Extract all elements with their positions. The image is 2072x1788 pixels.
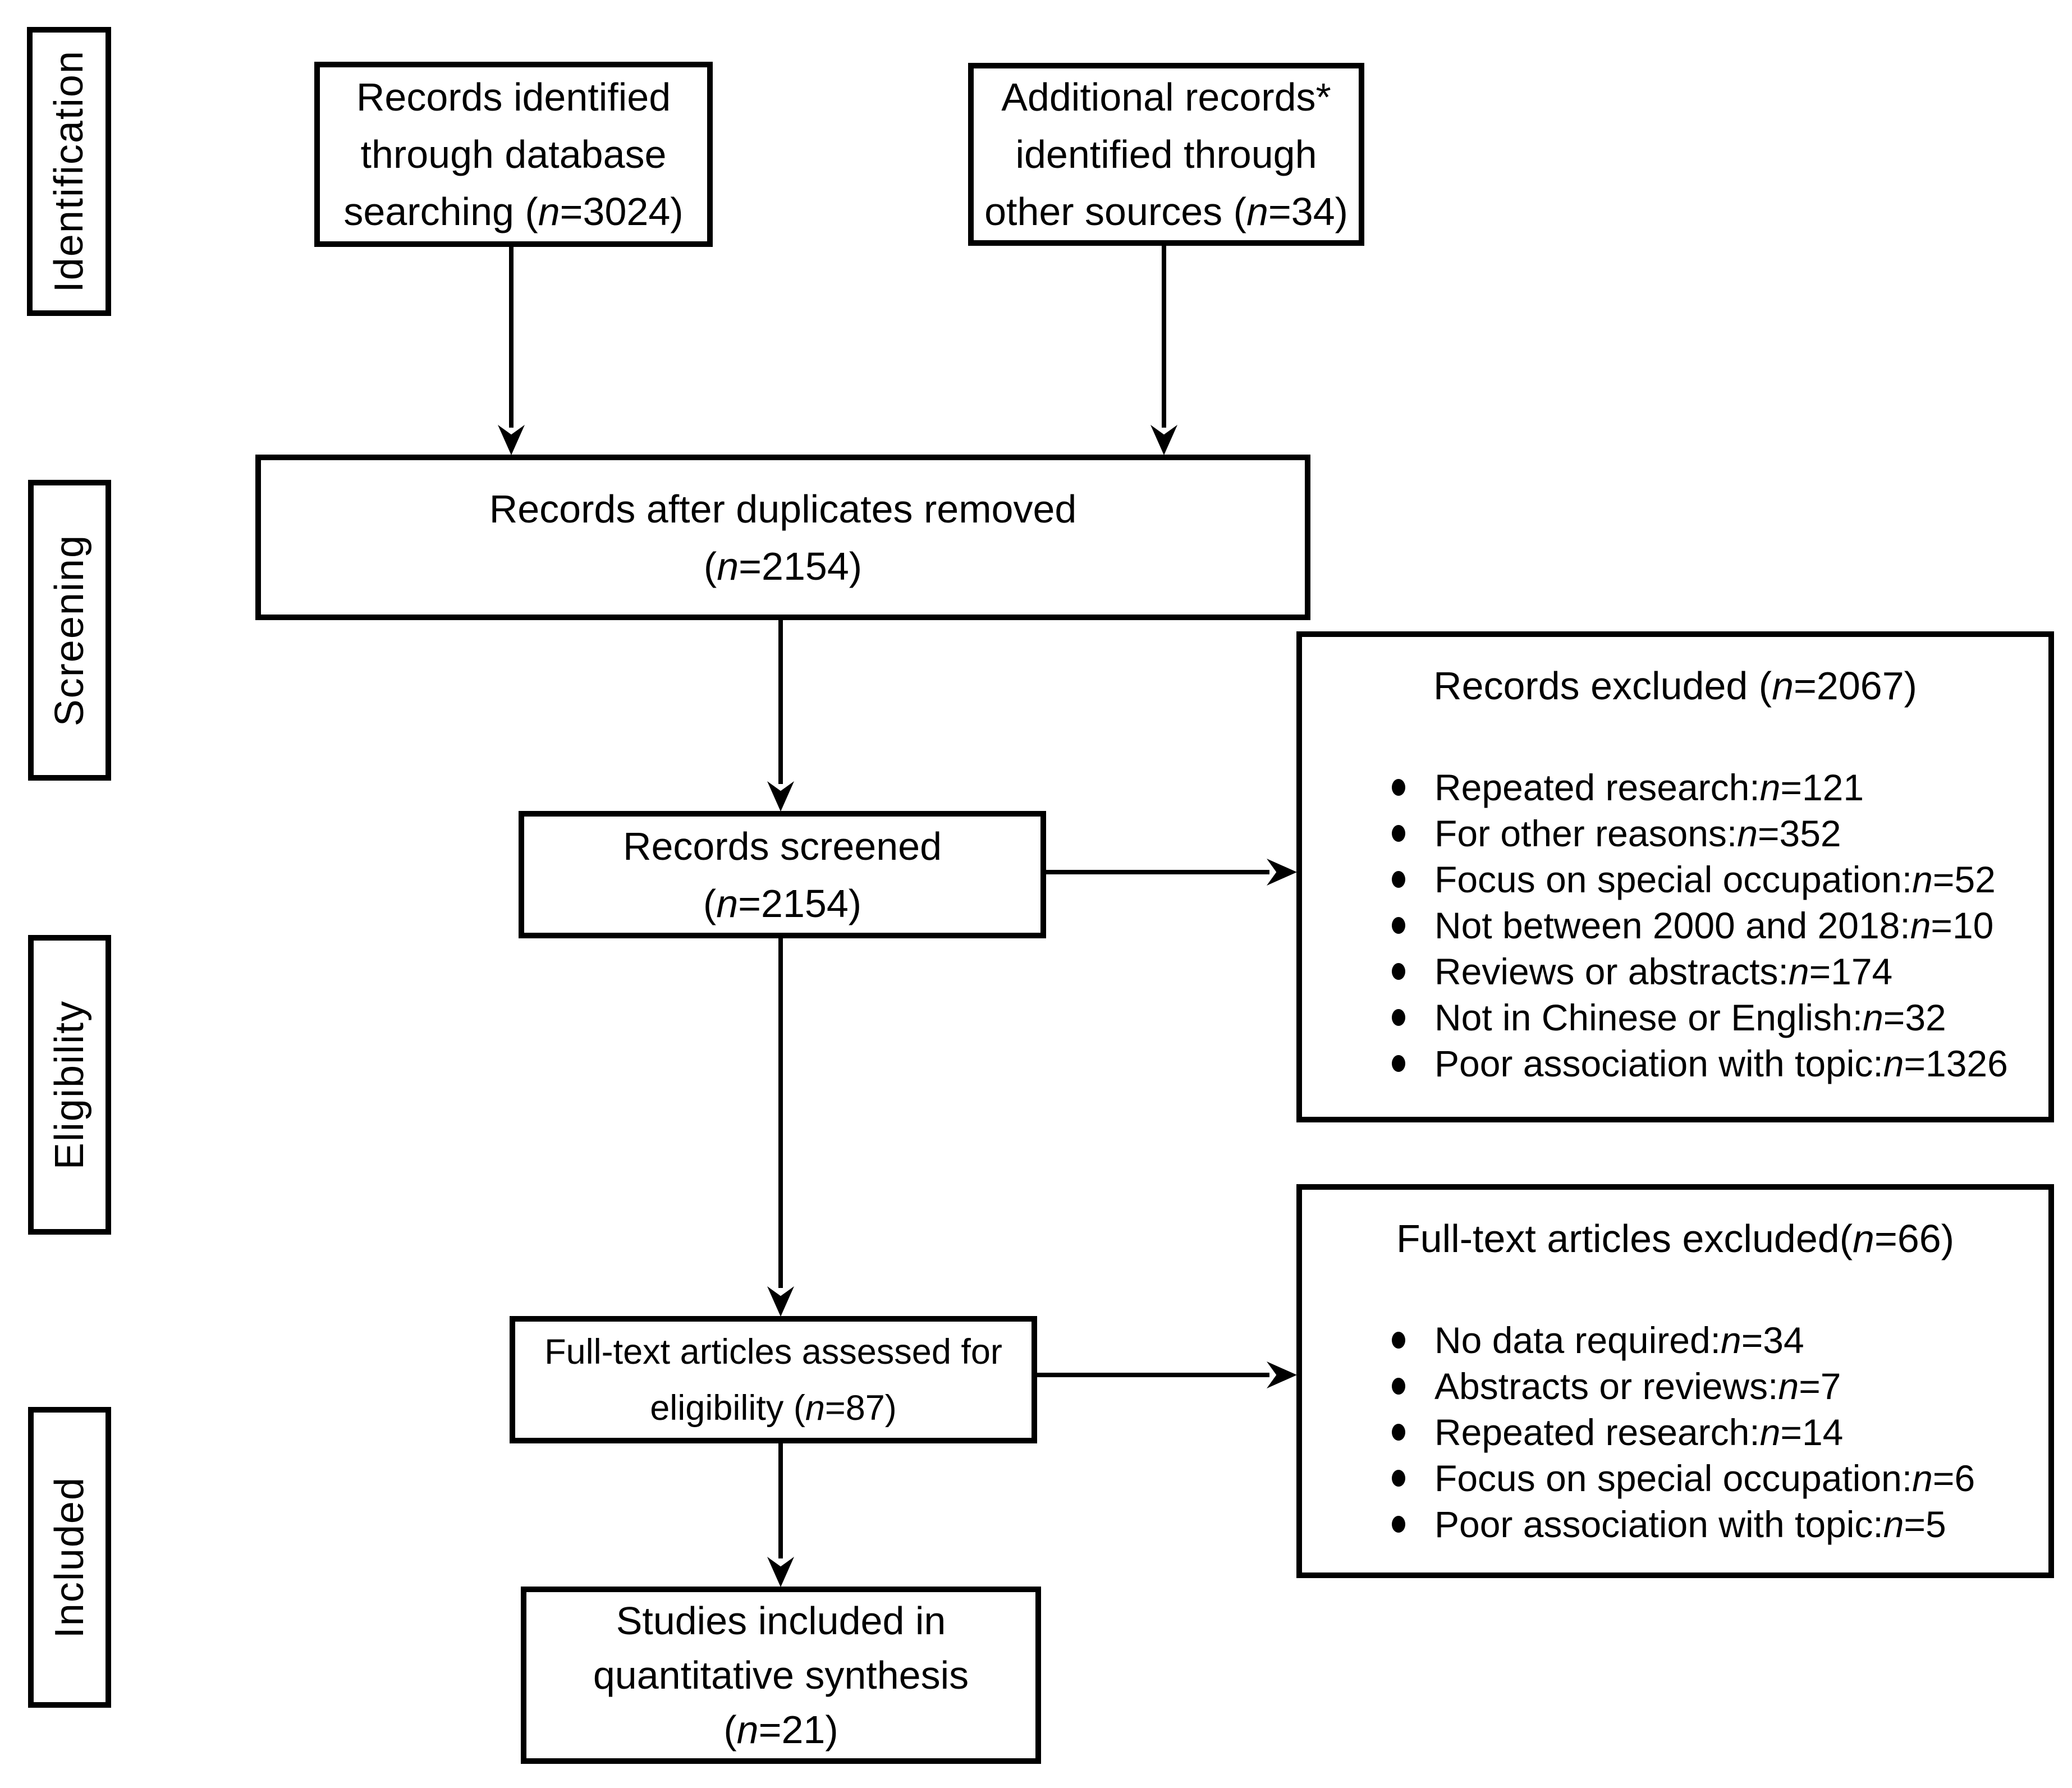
list-item-text: Poor association with topic:n=5 [1434, 1503, 1946, 1545]
stage-label-identification-text: Identification [47, 50, 91, 293]
box-fulltext-excluded: Full-text articles excluded(n=66) No dat… [1296, 1184, 2054, 1578]
bullet-icon [1392, 825, 1405, 842]
box-records-screened: Records screened (n=2154) [519, 811, 1046, 938]
list-item-text: For other reasons:n=352 [1434, 813, 1841, 854]
arrow-fulltext-to-excluded-head [1267, 1361, 1297, 1388]
list-item: Not in Chinese or English:n=32 [1392, 994, 2048, 1040]
box-text-line: quantitative synthesis [593, 1653, 969, 1697]
box-text-line: (n=2154) [703, 544, 863, 588]
box-additional-records: Additional records* identified through o… [968, 63, 1364, 246]
list-item: For other reasons:n=352 [1392, 810, 2048, 856]
list-item-text: No data required:n=34 [1434, 1319, 1804, 1361]
stage-label-screening-text: Screening [47, 534, 92, 727]
list-item-text: Poor association with topic:n=1326 [1434, 1043, 2008, 1084]
list-item: Abstracts or reviews:n=7 [1392, 1363, 2048, 1409]
records-excluded-list: Repeated research:n=121 For other reason… [1302, 764, 2048, 1086]
box-text-line: identified through [1015, 132, 1317, 176]
box-text-line: Full-text articles assessed for [544, 1332, 1002, 1372]
list-item-text: Repeated research:n=121 [1434, 767, 1864, 808]
arrow-db-to-duplicates-line [509, 247, 514, 428]
records-excluded-title: Records excluded (n=2067) [1433, 664, 1917, 708]
list-item: Reviews or abstracts:n=174 [1392, 948, 2048, 994]
list-item-text: Abstracts or reviews:n=7 [1434, 1365, 1841, 1407]
list-item: Poor association with topic:n=5 [1392, 1501, 2048, 1547]
list-item: Poor association with topic:n=1326 [1392, 1040, 2048, 1086]
box-text-line: Records screened [622, 824, 942, 868]
bullet-icon [1392, 1009, 1405, 1026]
box-text-line: (n=21) [723, 1707, 838, 1752]
bullet-icon [1392, 1332, 1405, 1349]
arrow-other-to-duplicates-head [1150, 425, 1177, 455]
box-text-line: other sources (n=34) [984, 190, 1348, 233]
box-fulltext-assessed: Full-text articles assessed for eligibil… [510, 1316, 1037, 1443]
stage-label-included-text: Included [47, 1476, 92, 1639]
bullet-icon [1392, 1516, 1405, 1533]
list-item-text: Not between 2000 and 2018:n=10 [1434, 905, 1994, 946]
bullet-icon [1392, 1055, 1405, 1072]
stage-label-eligibility-text: Eligibility [47, 1000, 92, 1170]
fulltext-excluded-list: No data required:n=34 Abstracts or revie… [1302, 1317, 2048, 1547]
fulltext-excluded-title: Full-text articles excluded(n=66) [1396, 1217, 1955, 1260]
box-text-line: Records identified [356, 75, 671, 119]
box-text-line: Records after duplicates removed [489, 487, 1077, 531]
list-item: Focus on special occupation:n=6 [1392, 1455, 2048, 1501]
stage-label-eligibility: Eligibility [28, 935, 111, 1235]
bullet-icon [1392, 1470, 1405, 1487]
box-records-excluded: Records excluded (n=2067) Repeated resea… [1296, 631, 2054, 1122]
arrow-fulltext-to-studies-head [767, 1557, 794, 1587]
bullet-icon [1392, 963, 1405, 980]
list-item-text: Repeated research:n=14 [1434, 1411, 1844, 1453]
arrow-fulltext-to-excluded-line [1037, 1373, 1269, 1377]
arrow-screened-to-fulltext-head [767, 1286, 794, 1317]
box-text-line: (n=2154) [703, 881, 862, 925]
arrow-screened-to-excluded-head [1267, 859, 1297, 886]
stage-label-included: Included [28, 1407, 111, 1708]
box-studies-included: Studies included in quantitative synthes… [521, 1587, 1041, 1764]
bullet-icon [1392, 779, 1405, 796]
box-records-identified: Records identified through database sear… [314, 62, 713, 247]
arrow-db-to-duplicates-head [498, 425, 525, 455]
bullet-icon [1392, 1378, 1405, 1395]
box-text-line: searching (n=3024) [343, 190, 684, 233]
arrow-other-to-duplicates-line [1162, 246, 1166, 428]
box-after-duplicates: Records after duplicates removed (n=2154… [255, 455, 1310, 620]
box-text-line: eligibility (n=87) [650, 1388, 897, 1428]
list-item-text: Not in Chinese or English:n=32 [1434, 997, 1946, 1038]
arrow-fulltext-to-studies-line [778, 1443, 783, 1558]
box-text-line: Studies included in [616, 1598, 946, 1643]
box-text-line: through database [360, 132, 667, 176]
list-item: No data required:n=34 [1392, 1317, 2048, 1363]
bullet-icon [1392, 1424, 1405, 1441]
list-item: Focus on special occupation:n=52 [1392, 856, 2048, 902]
stage-label-identification: Identification [27, 27, 111, 316]
stage-label-screening: Screening [28, 480, 111, 781]
list-item: Repeated research:n=121 [1392, 764, 2048, 810]
list-item-text: Focus on special occupation:n=52 [1434, 859, 1996, 900]
arrow-screened-to-fulltext-line [778, 938, 783, 1288]
box-text-line: Additional records* [1001, 75, 1331, 119]
list-item-text: Focus on special occupation:n=6 [1434, 1457, 1975, 1499]
list-item: Not between 2000 and 2018:n=10 [1392, 902, 2048, 948]
bullet-icon [1392, 917, 1405, 934]
arrow-duplicates-to-screened-head [767, 781, 794, 812]
list-item: Repeated research:n=14 [1392, 1409, 2048, 1455]
list-item-text: Reviews or abstracts:n=174 [1434, 951, 1893, 992]
arrow-duplicates-to-screened-line [778, 620, 783, 784]
bullet-icon [1392, 871, 1405, 888]
arrow-screened-to-excluded-line [1046, 870, 1269, 874]
